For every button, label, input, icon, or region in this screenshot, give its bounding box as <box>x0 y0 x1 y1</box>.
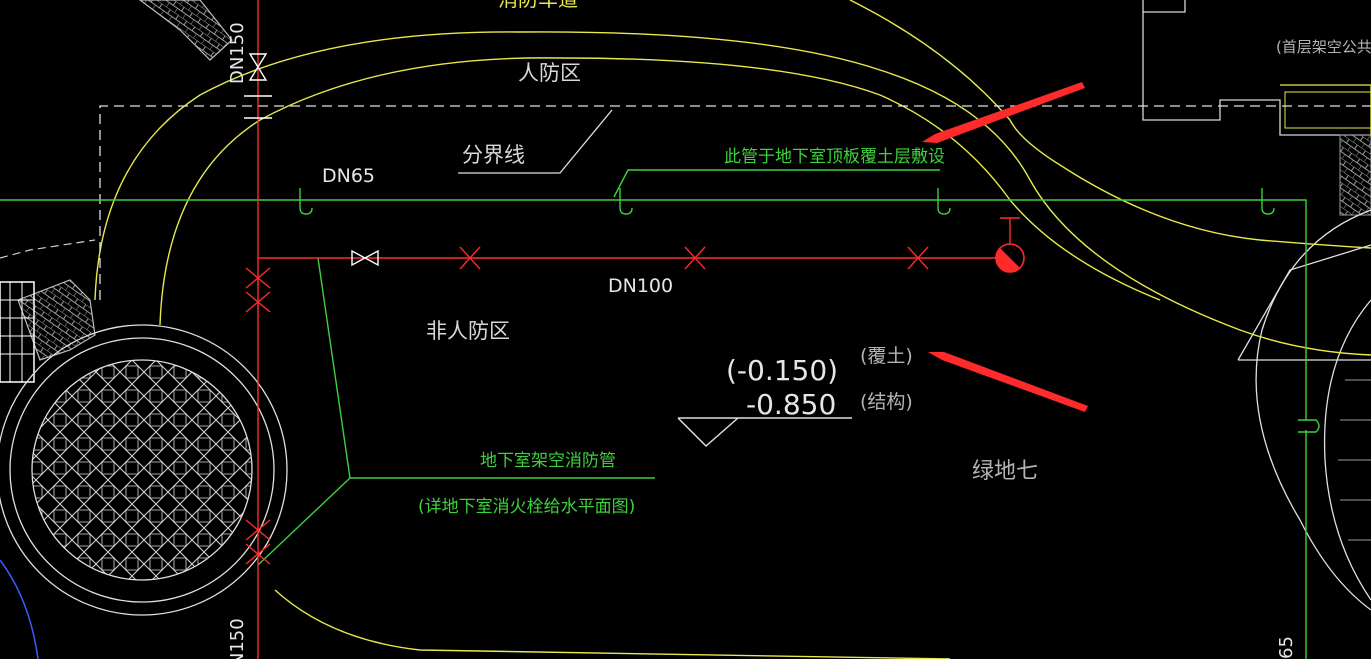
label-dn150-bottom: DN150 <box>227 618 248 659</box>
boundary-leader <box>458 109 613 174</box>
label-non-civil-defense-zone: 非人防区 <box>426 319 510 343</box>
label-basement-pipe: 地下室架空消防管 <box>480 451 616 471</box>
green-pipe-dn65 <box>0 169 1320 659</box>
label-top-cut: 消防车道 <box>498 0 578 11</box>
annotation-arrows <box>922 82 1088 412</box>
hydrant-fill <box>995 248 1020 273</box>
landscape-hatch <box>0 0 288 659</box>
label-boundary-line: 分界线 <box>462 143 525 167</box>
red-pipe-dn100 <box>245 0 1020 659</box>
label-elev-struct: -0.850 <box>746 388 836 421</box>
label-elev-fill-note: (覆土) <box>860 345 913 367</box>
label-elev-fill: (-0.150) <box>726 354 838 387</box>
boundary-dashed-line <box>99 105 1371 300</box>
label-elev-struct-note: (结构) <box>860 391 913 413</box>
label-green-area: 绿地七 <box>972 459 1038 484</box>
label-dn150-top: DN150 <box>227 22 248 84</box>
label-basement-pipe-ref: (详地下室消火栓给水平面图) <box>418 497 635 517</box>
label-civil-defense-zone: 人防区 <box>518 61 581 85</box>
valve-symbols <box>244 53 379 267</box>
label-dn65-right: 65 <box>1276 636 1297 659</box>
elevation-marker <box>677 417 852 447</box>
label-pipe-note: 此管于地下室顶板覆土层敷设 <box>724 147 945 167</box>
label-dn100: DN100 <box>608 275 673 297</box>
label-dn65: DN65 <box>322 165 375 187</box>
label-first-floor-note: (首层架空公共 <box>1276 38 1371 56</box>
